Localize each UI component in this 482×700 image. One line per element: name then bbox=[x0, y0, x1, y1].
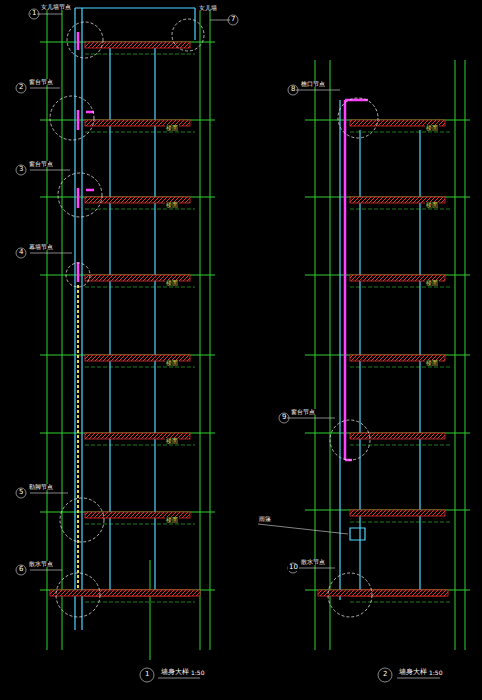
callout-text: 女儿墙节点 bbox=[40, 4, 72, 10]
callout-number: 6 bbox=[18, 566, 24, 573]
section-line bbox=[85, 445, 195, 446]
floor-label: 楼面 bbox=[165, 438, 179, 444]
scale: 1:50 bbox=[190, 670, 205, 676]
callout-number: 8 bbox=[290, 86, 296, 93]
section-line bbox=[350, 602, 450, 603]
floor-slab bbox=[318, 590, 448, 596]
section-line bbox=[85, 524, 195, 525]
callout-number: 2 bbox=[18, 84, 24, 91]
callout-number: 9 bbox=[281, 414, 287, 421]
section-line bbox=[350, 367, 450, 368]
view-title: 墙身大样 bbox=[160, 669, 190, 676]
callout-number: 1 bbox=[31, 10, 37, 17]
floor-slab bbox=[350, 510, 445, 516]
floor-label: 楼面 bbox=[165, 517, 179, 523]
section-line bbox=[85, 367, 195, 368]
view-number: 2 bbox=[382, 671, 388, 678]
callout-text: 散水节点 bbox=[28, 561, 54, 567]
section-line bbox=[85, 287, 195, 288]
callout-number: 5 bbox=[18, 489, 24, 496]
section-line bbox=[350, 209, 450, 210]
callout-text: 檐口节点 bbox=[300, 81, 326, 87]
callout-text: 窗台节点 bbox=[290, 409, 316, 415]
section-line bbox=[85, 209, 195, 210]
callout-text: 窗台节点 bbox=[28, 161, 54, 167]
callout-text: 勒脚节点 bbox=[28, 484, 54, 490]
section-line bbox=[85, 132, 195, 133]
floor-label: 楼面 bbox=[165, 125, 179, 131]
floor-label: 楼面 bbox=[425, 280, 439, 286]
floor-label: 楼面 bbox=[165, 202, 179, 208]
section-line bbox=[350, 522, 450, 523]
callout-text: 雨篷 bbox=[258, 516, 272, 522]
section-line bbox=[85, 602, 195, 603]
section-line bbox=[85, 54, 195, 55]
scale: 1:50 bbox=[428, 670, 443, 676]
callout-text: 散水节点 bbox=[300, 559, 326, 565]
callout-number: 3 bbox=[18, 166, 24, 173]
floor-label: 楼面 bbox=[425, 125, 439, 131]
floor-slab bbox=[350, 433, 445, 439]
floor-label: 楼面 bbox=[165, 360, 179, 366]
callout-number: 7 bbox=[230, 16, 236, 23]
floor-label: 楼面 bbox=[425, 360, 439, 366]
section-line bbox=[350, 287, 450, 288]
view-number: 1 bbox=[144, 671, 150, 678]
floor-slab bbox=[50, 590, 200, 596]
callout-number: 10 bbox=[288, 564, 299, 571]
floor-label: 楼面 bbox=[165, 280, 179, 286]
callout-text: 窗台节点 bbox=[28, 79, 54, 85]
view-title: 墙身大样 bbox=[398, 669, 428, 676]
section-line bbox=[350, 445, 450, 446]
floor-label: 楼面 bbox=[425, 202, 439, 208]
callout-text: 幕墙节点 bbox=[28, 244, 54, 250]
section-line bbox=[350, 132, 450, 133]
callout-number: 4 bbox=[18, 249, 24, 256]
callout-text: 女儿墙 bbox=[198, 5, 218, 11]
